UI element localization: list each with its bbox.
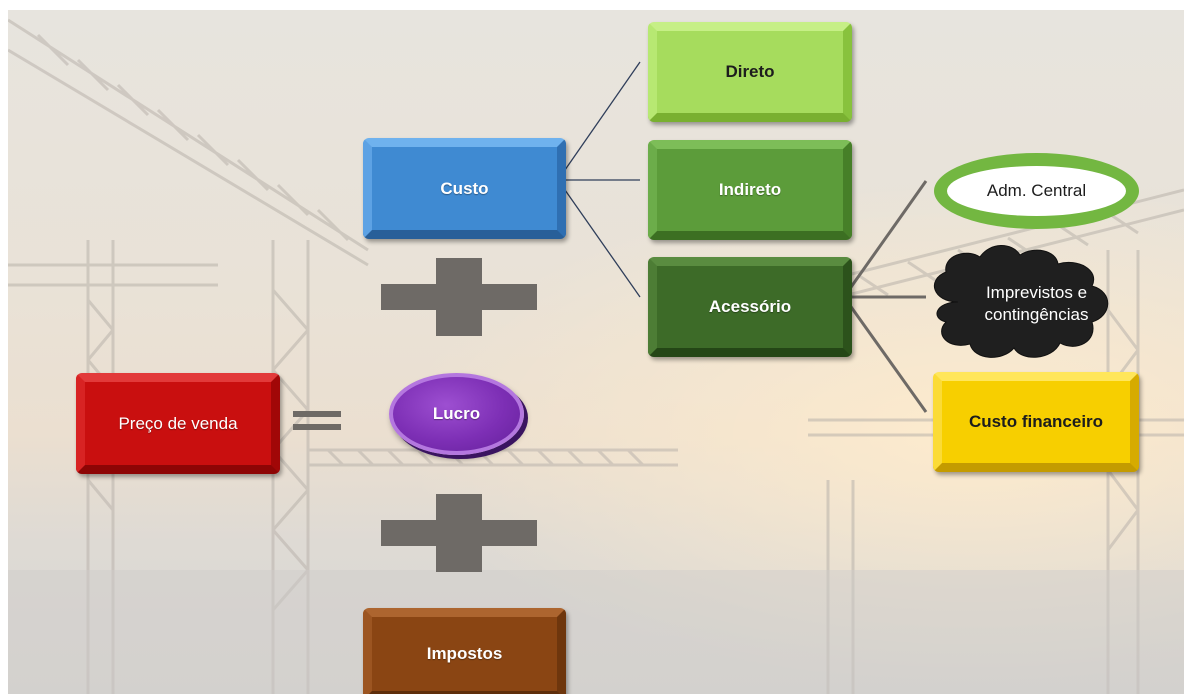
custo-financeiro-box: Custo financeiro <box>933 372 1139 472</box>
background-construction-cranes <box>8 18 1184 694</box>
adm-central-ring: Adm. Central <box>934 153 1139 229</box>
adm-central-label: Adm. Central <box>986 181 1087 200</box>
indireto-label: Indireto <box>718 180 782 199</box>
impostos-label: Impostos <box>426 644 503 663</box>
lucro-ellipse: Lucro <box>389 373 524 455</box>
custo-label: Custo <box>440 178 489 198</box>
impostos-box: Impostos <box>363 608 566 694</box>
preco-de-venda-label: Preço de venda <box>118 413 238 433</box>
custo-financeiro-label: Custo financeiro <box>968 412 1104 431</box>
acessorio-label: Acessório <box>708 297 792 316</box>
preco-de-venda-box: Preço de venda <box>76 373 280 474</box>
indireto-box: Indireto <box>648 140 852 240</box>
slide: Custo Direto Indireto Acessório Preço de… <box>8 10 1184 694</box>
direto-box: Direto <box>648 22 852 122</box>
lucro-label: Lucro <box>432 404 481 423</box>
imprevistos-label: Imprevistos e contingências <box>984 283 1089 324</box>
acessorio-box: Acessório <box>648 257 852 357</box>
custo-box: Custo <box>363 138 566 239</box>
cloud-shape <box>934 245 1109 358</box>
direto-label: Direto <box>725 62 775 81</box>
